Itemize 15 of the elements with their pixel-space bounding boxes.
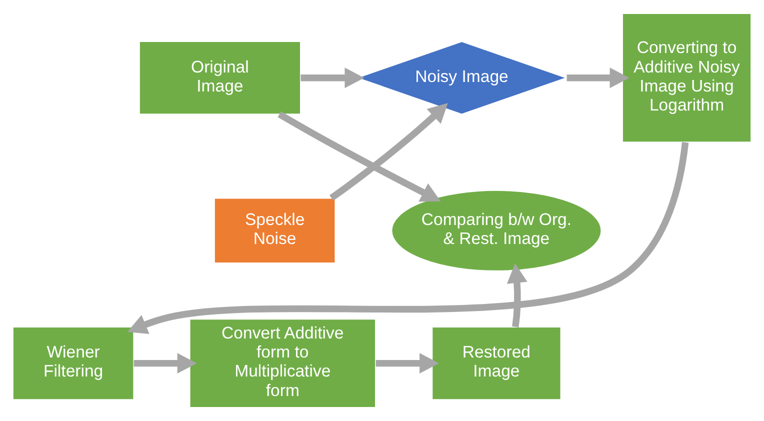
arrow <box>134 353 197 374</box>
node-box: Wiener Filtering <box>12 326 134 400</box>
node-box: Convert Additive form to Multiplicative form <box>189 318 376 408</box>
arrow <box>127 142 689 334</box>
node-box: Restored Image <box>432 326 562 400</box>
arrow <box>566 68 630 88</box>
node-box: Original Image <box>138 40 302 115</box>
arrow <box>329 103 448 201</box>
arrow <box>376 353 440 374</box>
node-box: Converting to Additive Noisy Image Using Logarithm <box>622 12 752 143</box>
node-ellipse: Comparing b/w Org. & Rest. Image <box>391 190 602 272</box>
arrow <box>506 263 528 328</box>
arrow <box>300 68 364 88</box>
node-box: Speckle Noise <box>214 198 336 264</box>
arrow <box>278 111 441 202</box>
